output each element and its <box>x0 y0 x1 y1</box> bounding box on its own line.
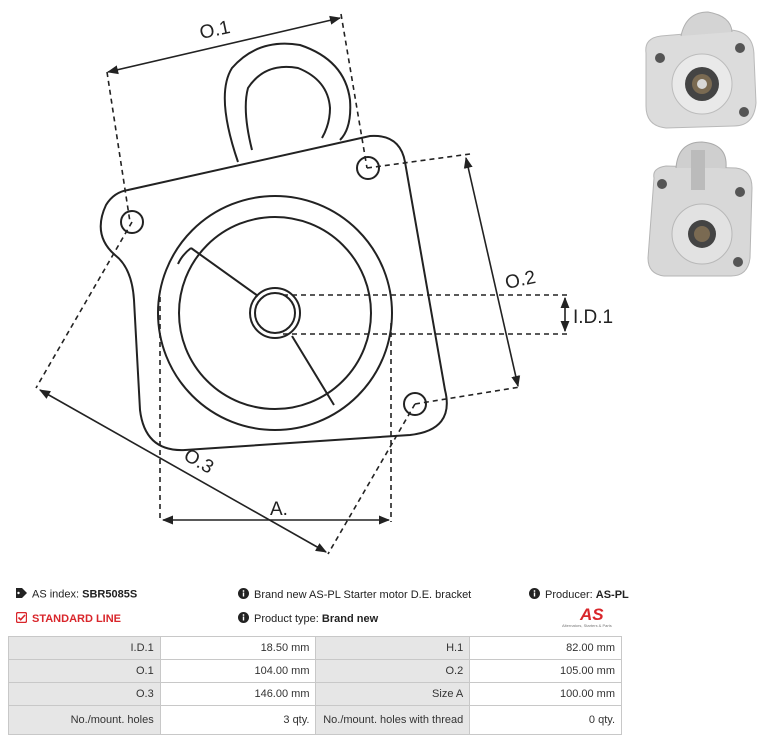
spec-value: 104.00 mm <box>159 659 317 683</box>
spec-label: No./mount. holes <box>8 705 161 735</box>
standard-line-badge: STANDARD LINE <box>15 611 122 626</box>
spec-value: 0 qty. <box>469 705 622 735</box>
as-index-value: SBR5085S <box>82 588 138 601</box>
spec-label: Size A <box>315 682 471 706</box>
label-id1: I.D.1 <box>573 307 613 328</box>
hole-right-bottom <box>403 392 427 416</box>
checkbox-checked-icon <box>15 611 28 626</box>
product-type-value: Brand new <box>321 612 379 625</box>
table-row: I.D.1 18.50 mm H.1 82.00 mm <box>8 636 622 660</box>
spec-value: 18.50 mm <box>159 636 317 660</box>
as-pl-logo: AS Alternators, Starters & Parts <box>562 606 624 632</box>
label-o1: O.1 <box>198 17 232 44</box>
spec-value: 3 qty. <box>159 705 317 735</box>
producer: Producer: AS-PL <box>529 588 629 602</box>
product-type: Product type: Brand new <box>238 612 378 626</box>
bushing-inner <box>254 292 296 334</box>
spec-label: No./mount. holes with thread <box>315 705 471 735</box>
description-text: Brand new AS-PL Starter motor D.E. brack… <box>254 588 472 601</box>
standard-line-label: STANDARD LINE <box>32 612 122 625</box>
spec-value: 82.00 mm <box>469 636 622 660</box>
info-icon <box>529 588 540 602</box>
spec-label: O.3 <box>8 682 161 706</box>
spec-label: O.1 <box>8 659 161 683</box>
producer-value: AS-PL <box>595 588 629 601</box>
product-photo-front <box>645 11 757 129</box>
logo-mark: AS <box>580 605 604 624</box>
bore-inner <box>178 216 372 410</box>
spec-value: 146.00 mm <box>159 682 317 706</box>
as-index: AS index: SBR5085S <box>16 588 137 601</box>
top-lug-inner <box>244 66 332 151</box>
hole-left <box>120 210 144 234</box>
logo-tagline: Alternators, Starters & Parts <box>562 623 612 628</box>
tag-icon <box>16 588 27 601</box>
product-photo-back <box>647 141 753 277</box>
info-icon <box>238 612 249 626</box>
product-description: Brand new AS-PL Starter motor D.E. brack… <box>238 588 471 602</box>
table-row: O.1 104.00 mm O.2 105.00 mm <box>8 659 622 683</box>
label-a: A. <box>270 499 288 520</box>
spec-value: 105.00 mm <box>469 659 622 683</box>
technical-drawing: O.1 O.2 O.3 A. I.D.1 <box>35 13 613 555</box>
info-icon <box>238 588 249 602</box>
spec-label: I.D.1 <box>8 636 161 660</box>
spec-value: 100.00 mm <box>469 682 622 706</box>
bushing-outer <box>249 287 301 339</box>
bore-outer <box>157 195 393 431</box>
specs-table: I.D.1 18.50 mm H.1 82.00 mm O.1 104.00 m… <box>8 636 622 735</box>
sector-window <box>177 247 335 406</box>
label-o2: O.2 <box>503 267 537 294</box>
table-row: O.3 146.00 mm Size A 100.00 mm <box>8 682 622 706</box>
as-index-label: AS index: <box>32 588 80 601</box>
spec-label: O.2 <box>315 659 471 683</box>
product-type-label: Product type: <box>254 612 319 625</box>
spec-label: H.1 <box>315 636 471 660</box>
producer-label: Producer: <box>545 588 593 601</box>
hole-right-top <box>356 156 380 180</box>
table-row: No./mount. holes 3 qty. No./mount. holes… <box>8 705 622 735</box>
